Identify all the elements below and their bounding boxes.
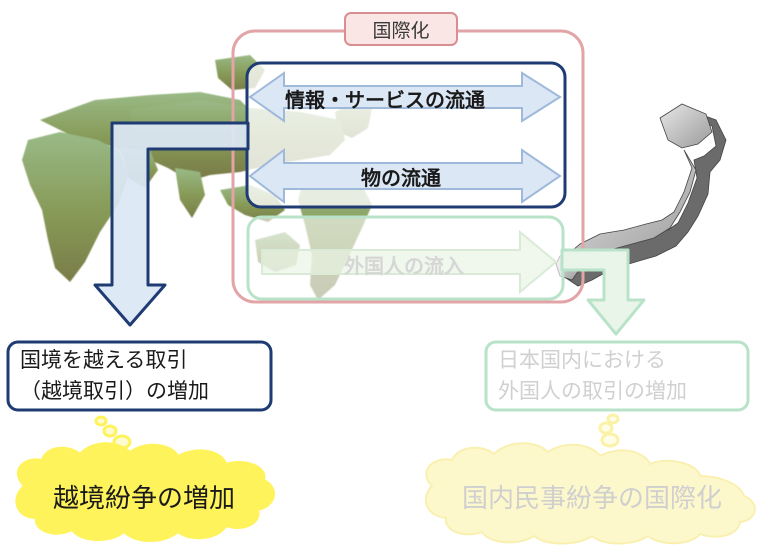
right-bent-arrow [560, 248, 646, 336]
left-result-text: 国境を越える取引 （越境取引）の増加 [8, 342, 271, 410]
right-result-box [484, 340, 750, 412]
left-cloud-label: 越境紛争の増加 [53, 484, 236, 514]
info-flow-double-arrow [248, 71, 562, 123]
right-cloud-label: 国内民事紛争の国際化 [462, 484, 723, 514]
info-flow-label: 情報・サービスの流通 [285, 88, 485, 112]
people-flow-arrow [261, 229, 558, 295]
goods-flow-label: 物の流通 [361, 166, 441, 190]
right-result-line1: 日本国内における [498, 348, 666, 372]
right-thought-bubbles [598, 413, 620, 448]
internationalization-label: 国際化 [344, 12, 458, 46]
left-bent-arrow [93, 121, 250, 327]
people-flow-label: 外国人の流入 [344, 254, 464, 278]
landmass-africa [22, 132, 128, 282]
right-result-text: 日本国内における 外国人の取引の増加 [486, 342, 748, 410]
left-result-line2: （越境取引）の増加 [20, 379, 209, 403]
japan-hokkaido [659, 103, 713, 149]
goods-flow-double-arrow [248, 147, 562, 205]
left-result-line1: 国境を越える取引 [20, 348, 188, 372]
right-result-line2: 外国人の取引の増加 [498, 379, 687, 403]
right-cloud-shape [424, 442, 756, 545]
left-result-box [6, 340, 273, 412]
left-cloud-shape [15, 442, 275, 542]
landmass-south-asia [175, 168, 205, 218]
